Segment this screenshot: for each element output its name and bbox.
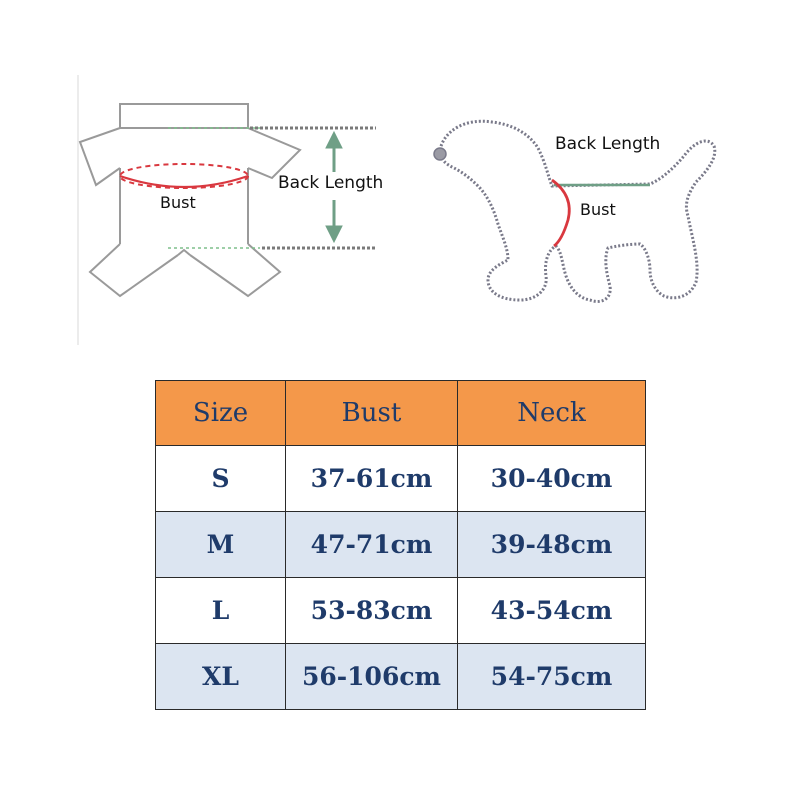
size-cell: M — [155, 511, 286, 578]
dog-back-length-label: Back Length — [555, 134, 661, 154]
size-cell: S — [155, 445, 286, 512]
shirt-back-length-label: Back Length — [278, 173, 384, 193]
dog-bust-label: Bust — [580, 200, 616, 219]
header-size: Size — [155, 380, 286, 446]
table-row: XL 56-106cm 54-75cm — [155, 643, 646, 710]
shirt-outline — [78, 103, 302, 298]
bust-cell: 56-106cm — [285, 643, 458, 710]
bust-cell: 53-83cm — [285, 577, 458, 644]
header-bust: Bust — [285, 380, 458, 446]
back-length-arrow — [325, 130, 343, 244]
bust-cell: 47-71cm — [285, 511, 458, 578]
neck-cell: 43-54cm — [457, 577, 646, 644]
header-neck: Neck — [457, 380, 646, 446]
size-table: Size Bust Neck S 37-61cm 30-40cm M 47-71… — [155, 380, 646, 710]
diagram-canvas — [77, 75, 717, 345]
table-row: S 37-61cm 30-40cm — [155, 445, 646, 512]
table-header-row: Size Bust Neck — [155, 380, 646, 446]
measurement-diagrams: Back Length Bust Back Length Bust — [0, 0, 800, 360]
neck-cell: 54-75cm — [457, 643, 646, 710]
neck-cell: 30-40cm — [457, 445, 646, 512]
bust-cell: 37-61cm — [285, 445, 458, 512]
size-cell: XL — [155, 643, 286, 710]
table-row: M 47-71cm 39-48cm — [155, 511, 646, 578]
shirt-bust-label: Bust — [160, 193, 196, 212]
size-cell: L — [155, 577, 286, 644]
dog-bust-ring — [551, 178, 571, 248]
table-row: L 53-83cm 43-54cm — [155, 577, 646, 644]
shirt-bust-curve — [119, 174, 249, 189]
neck-cell: 39-48cm — [457, 511, 646, 578]
shirt-bust-dashed-top — [119, 163, 249, 189]
dog-nose-dot — [433, 147, 447, 161]
